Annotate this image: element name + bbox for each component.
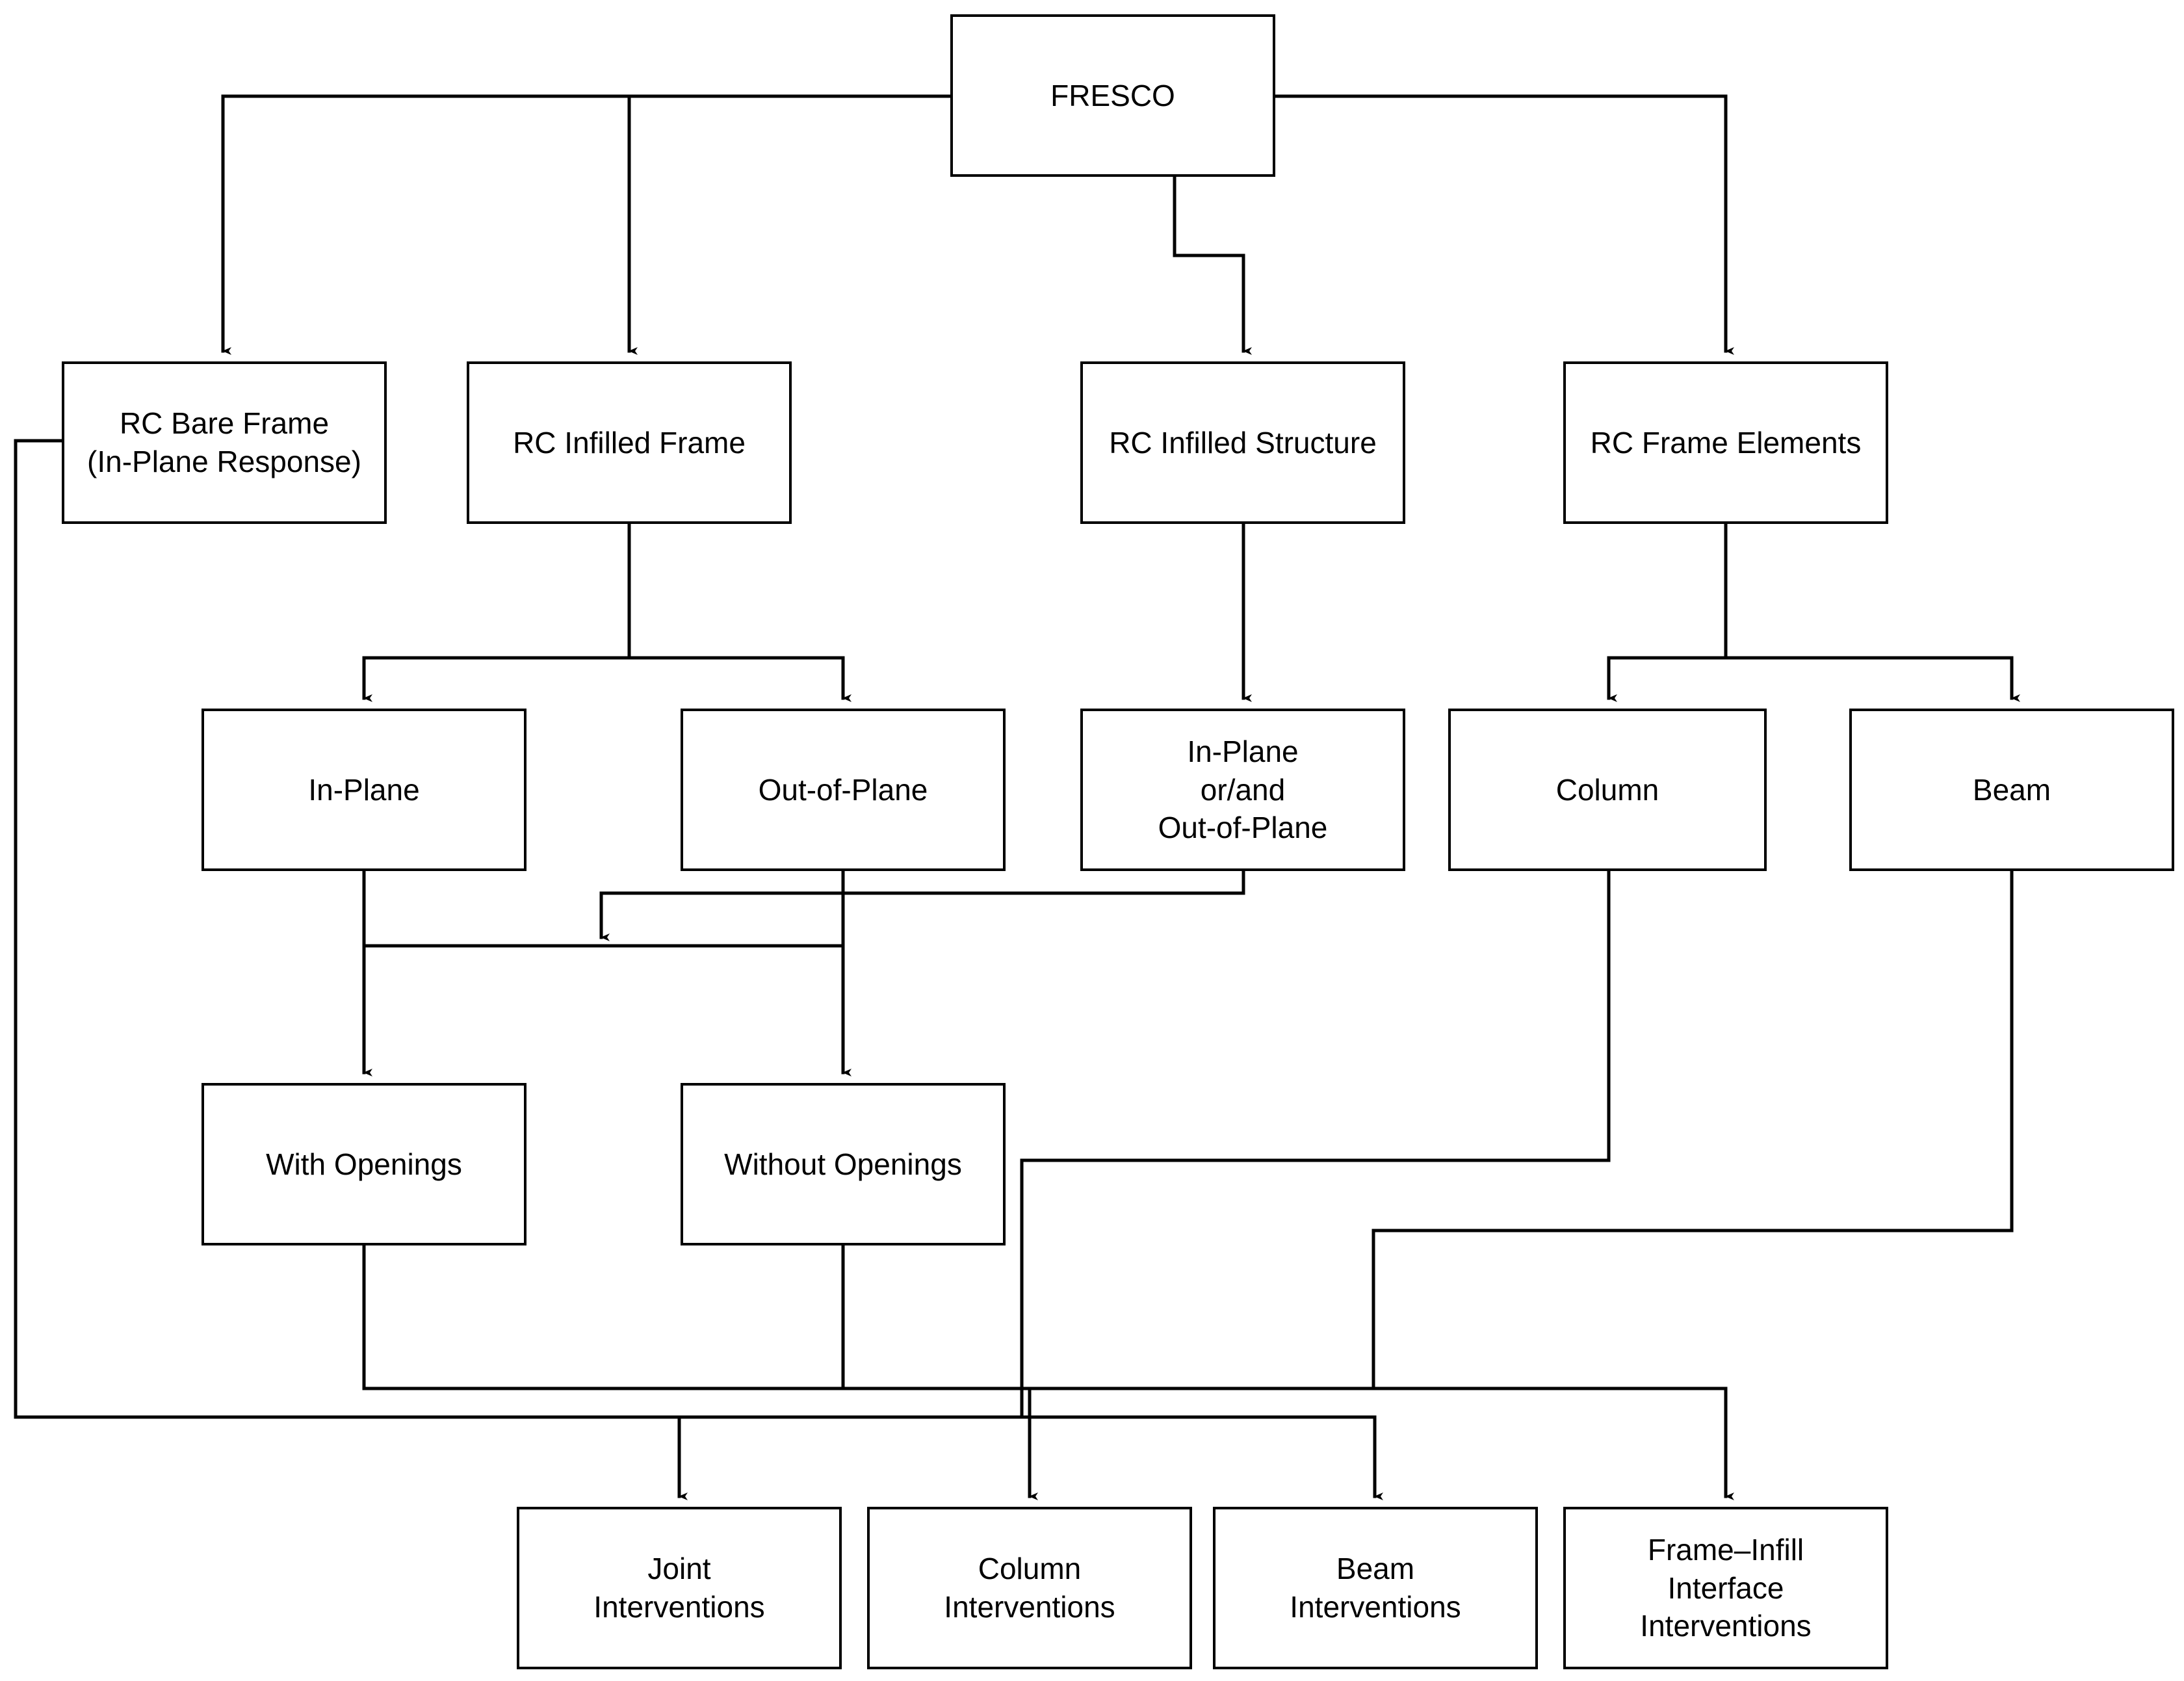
node-in-plane[interactable]: In-Plane: [202, 709, 526, 871]
node-rc-infilled-structure[interactable]: RC Infilled Structure: [1080, 361, 1405, 524]
node-label-rc-bare-frame: RC Bare Frame (In-Plane Response): [87, 406, 361, 478]
edge-column-jog-down: [1020, 869, 1611, 1419]
node-in-plane-or-and-out-of-plane[interactable]: In-Plane or/and Out-of-Plane: [1080, 709, 1405, 871]
node-label-beam-interventions: Beam Interventions: [1290, 1552, 1461, 1624]
edge-fresco-to-rc-infilled-structure: [1173, 175, 1252, 355]
node-label-column-interventions: Column Interventions: [944, 1552, 1115, 1624]
node-frame-infill-interface-interventions[interactable]: Frame–Infill Interface Interventions: [1563, 1507, 1888, 1669]
node-label-with-openings: With Openings: [266, 1147, 462, 1181]
node-label-frame-infill-interface-interventions: Frame–Infill Interface Interventions: [1640, 1532, 1812, 1643]
node-rc-bare-frame[interactable]: RC Bare Frame (In-Plane Response): [62, 361, 387, 524]
node-rc-frame-elements[interactable]: RC Frame Elements: [1563, 361, 1888, 524]
node-beam-interventions[interactable]: Beam Interventions: [1213, 1507, 1538, 1669]
node-label-in-plane: In-Plane: [308, 772, 420, 807]
node-label-fresco: FRESCO: [1050, 78, 1175, 112]
node-joint-interventions[interactable]: Joint Interventions: [517, 1507, 842, 1669]
node-label-rc-infilled-frame: RC Infilled Frame: [513, 425, 746, 460]
node-label-column: Column: [1555, 772, 1659, 807]
node-label-rc-infilled-structure: RC Infilled Structure: [1109, 425, 1377, 460]
node-out-of-plane[interactable]: Out-of-Plane: [681, 709, 1006, 871]
node-without-openings[interactable]: Without Openings: [681, 1083, 1006, 1245]
node-column[interactable]: Column: [1448, 709, 1767, 871]
node-column-interventions[interactable]: Column Interventions: [867, 1507, 1192, 1669]
node-label-joint-interventions: Joint Interventions: [593, 1552, 765, 1624]
node-fresco[interactable]: FRESCO: [950, 14, 1275, 177]
node-with-openings[interactable]: With Openings: [202, 1083, 526, 1245]
edge-in-or-out-plane-jog: [599, 869, 1245, 941]
edge-rc-bare-frame-left-rail: [14, 439, 64, 1419]
node-label-out-of-plane: Out-of-Plane: [758, 772, 928, 807]
node-label-beam: Beam: [1972, 772, 2051, 807]
node-rc-infilled-frame[interactable]: RC Infilled Frame: [467, 361, 792, 524]
edge-beam-jog-down: [1372, 869, 2014, 1390]
node-beam[interactable]: Beam: [1849, 709, 2174, 871]
node-label-rc-frame-elements: RC Frame Elements: [1590, 425, 1862, 460]
node-label-without-openings: Without Openings: [724, 1147, 962, 1181]
node-label-in-plane-or-and-out-of-plane: In-Plane or/and Out-of-Plane: [1158, 734, 1328, 845]
